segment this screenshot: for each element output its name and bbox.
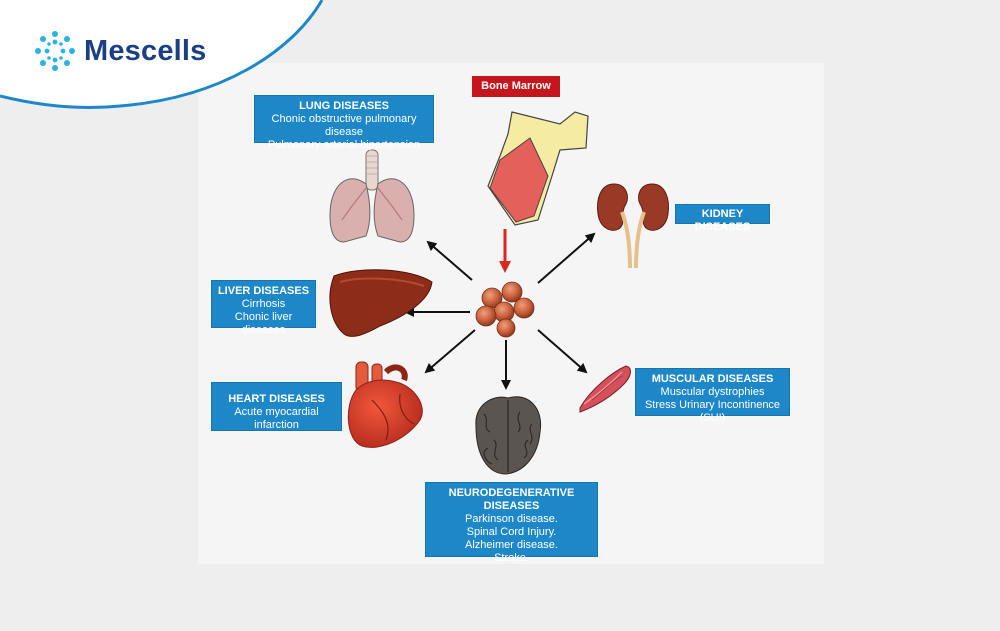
lung-diseases-box: LUNG DISEASES Chonic obstructive pulmona…: [254, 95, 434, 151]
arrow-to-kidney: [537, 232, 596, 284]
lung-disease-item: Chonic obstructive pulmonary disease: [271, 113, 417, 138]
liver-diseases-box: LIVER DISEASES Cirrhosis Chonic liver di…: [211, 280, 316, 336]
liver-disease-item: Chonic liver diseases: [234, 311, 293, 336]
bone-marrow-label: Bone Marrow: [472, 76, 560, 97]
logo-wave-banner: [0, 0, 324, 110]
neurodegenerative-diseases-box: NEURODEGENERATIVE DISEASES Parkinson dis…: [425, 482, 598, 564]
muscular-disease-item: Stress Urinary Incontinence (SUI): [644, 399, 781, 424]
kidneys-icon: [597, 183, 669, 269]
bone-marrow-icon: [487, 111, 589, 226]
muscular-diseases-box: MUSCULAR DISEASES Muscular dystrophies S…: [635, 368, 790, 424]
brand-name: Mescells: [84, 34, 207, 67]
kidney-diseases-box: KIDNEY DISEASES: [675, 204, 770, 233]
brain-icon: [475, 396, 542, 475]
kidney-diseases-title: KIDNEY DISEASES: [694, 208, 751, 233]
liver-disease-item: Cirrhosis: [241, 298, 286, 310]
muscular-disease-item: Muscular dystrophies: [660, 386, 765, 398]
neuro-disease-item: Alzheimer disease.: [465, 539, 558, 551]
stem-cells-icon: [475, 281, 535, 338]
brand-logo: Mescells: [34, 30, 207, 72]
neurodegenerative-diseases-title: NEURODEGENERATIVE DISEASES: [448, 487, 575, 512]
liver-icon: [329, 269, 433, 337]
muscular-diseases-title: MUSCULAR DISEASES: [651, 373, 774, 385]
arrow-to-heart: [424, 329, 476, 374]
heart-diseases-box: HEART DISEASES Acute myocardial infarcti…: [211, 382, 342, 431]
arrow-to-muscle: [537, 329, 588, 374]
neuro-disease-item: Stroke.: [494, 552, 529, 564]
lung-diseases-title: LUNG DISEASES: [299, 100, 389, 112]
liver-diseases-title: LIVER DISEASES: [217, 285, 310, 297]
lung-disease-item: Pulmonary arterial hipertension: [267, 139, 421, 151]
heart-icon: [347, 361, 423, 448]
mescells-logo-icon: [35, 31, 75, 71]
neuro-disease-item: Parkinson disease.: [465, 513, 558, 525]
heart-diseases-title: HEART DISEASES: [228, 393, 325, 405]
arrow-to-lung: [426, 240, 473, 281]
lungs-icon: [329, 149, 415, 243]
neuro-disease-item: Spinal Cord Injury.: [466, 526, 557, 538]
muscle-icon: [579, 365, 631, 413]
heart-disease-item: Acute myocardial infarction: [234, 406, 319, 431]
